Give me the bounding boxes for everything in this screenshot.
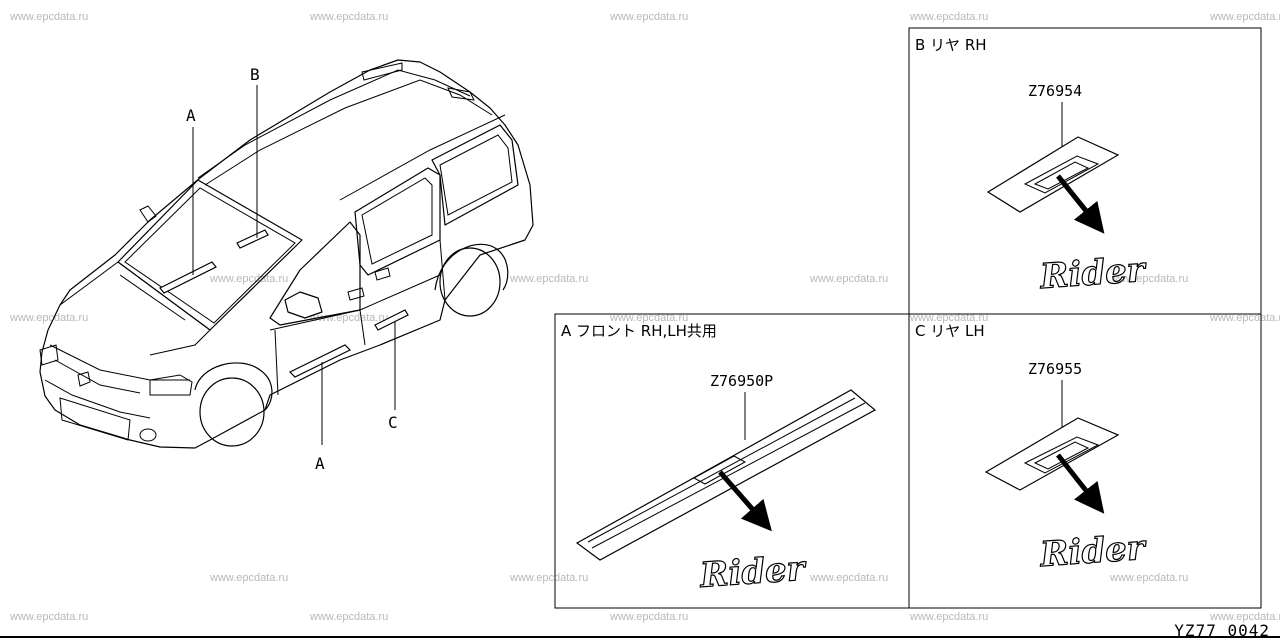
kick-plate-rear-right [236,229,269,249]
callout-a-bottom: A [315,454,325,473]
callout-c: C [388,413,398,432]
panel-c-part-number: Z76955 [1028,360,1082,378]
watermark-text: www.epcdata.ru [810,572,889,584]
panel-a: A フロント RH,LH共用 Z76950P Rider [554,313,910,609]
watermark-text: www.epcdata.ru [610,611,689,623]
watermark-text: www.epcdata.ru [610,312,689,324]
callout-b: B [250,65,260,84]
watermark-text: www.epcdata.ru [210,572,289,584]
diagram-code: YZ77 0042 [1174,621,1270,640]
watermark-text: www.epcdata.ru [1110,273,1189,285]
watermark-text: www.epcdata.ru [1210,11,1280,23]
watermark-text: www.epcdata.ru [510,273,589,285]
panel-a-emblem: Rider [698,548,808,595]
panel-a-title: A フロント RH,LH共用 [561,322,717,340]
watermark-text: www.epcdata.ru [610,11,689,23]
watermark-text: www.epcdata.ru [1210,611,1280,623]
watermark-text: www.epcdata.ru [910,11,989,23]
kick-plate-rear-left [374,309,409,331]
panel-b: B リヤ RH Z76954 Rider [908,27,1262,315]
kick-plate-front-right [159,261,217,294]
watermark-text: www.epcdata.ru [1110,572,1189,584]
watermark-text: www.epcdata.ru [510,572,589,584]
watermark-text: www.epcdata.ru [910,312,989,324]
watermark-text: www.epcdata.ru [210,273,289,285]
watermark-text: www.epcdata.ru [10,11,89,23]
kick-plate-front-left [288,344,352,378]
watermark-text: www.epcdata.ru [10,611,89,623]
watermark-text: www.epcdata.ru [910,611,989,623]
panel-b-part-number: Z76954 [1028,82,1082,100]
watermark-text: www.epcdata.ru [810,273,889,285]
panel-b-emblem: Rider [1038,250,1148,297]
callout-a-top: A [186,106,196,125]
panel-c: C リヤ LH Z76955 Rider [908,313,1262,609]
panel-c-emblem: Rider [1038,528,1148,575]
watermark-text: www.epcdata.ru [10,312,89,324]
watermark-text: www.epcdata.ru [310,312,389,324]
panel-c-title: C リヤ LH [915,322,985,340]
watermark-text: www.epcdata.ru [310,611,389,623]
panel-b-title: B リヤ RH [915,36,987,54]
watermark-text: www.epcdata.ru [1210,312,1280,324]
watermark-text: www.epcdata.ru [310,11,389,23]
panel-a-part-number: Z76950P [710,372,773,390]
vehicle-illustration [39,59,534,449]
